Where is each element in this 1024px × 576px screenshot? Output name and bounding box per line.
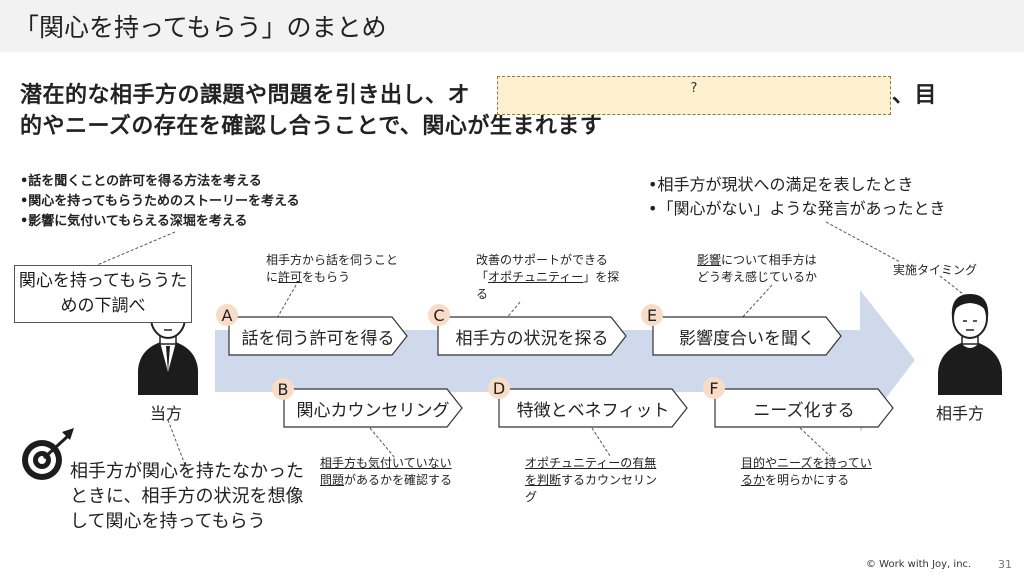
- callout-line: めの下調べ: [60, 296, 146, 316]
- step-shape: [228, 316, 408, 356]
- step-label: 影響度合いを聞く: [679, 328, 815, 349]
- step-label: 関心カウンセリング: [296, 400, 450, 421]
- note-text: をもらう: [302, 270, 351, 284]
- connector-note-c: [504, 301, 521, 321]
- target-icon: [22, 428, 74, 480]
- note-emphasis: 相手方も気付いていない: [320, 456, 452, 470]
- timing-bullets: •相手方が現状への満足を表したとき •「関心がない」ような発言があったとき: [648, 173, 945, 221]
- step-shape: [437, 316, 627, 356]
- note-text: 相手方から話を伺うこと: [266, 253, 399, 267]
- note-emphasis: を判断: [525, 473, 562, 487]
- note-emphasis: 問題: [320, 473, 345, 487]
- note-c: 改善のサポートができる 「オポチュニティー」を探 る: [476, 252, 636, 303]
- step-label: ニーズ化する: [753, 400, 855, 421]
- page-number: 31: [998, 558, 1012, 571]
- note-text: に許可をもらう: [266, 269, 398, 286]
- connector-note-b: [369, 427, 396, 459]
- note-a: 相手方から話を伺うこと に許可をもらう: [266, 252, 398, 286]
- note-text: について相手方は: [721, 253, 817, 267]
- bullet-item: •「関心がない」ような発言があったとき: [648, 199, 946, 218]
- step-a-badge: A: [216, 304, 238, 326]
- step-shape: [283, 388, 463, 428]
- bullet-item: •相手方が現状への満足を表したとき: [648, 175, 914, 194]
- note-text: 影響について相手方は: [697, 252, 817, 269]
- connector-self-conclusion: [167, 419, 191, 479]
- step-b-badge: B: [272, 378, 294, 400]
- self-label: 当方: [150, 404, 183, 423]
- preparation-bullets: •話を聞くことの許可を得る方法を考える •関心を持ってもらうためのストーリーを考…: [20, 172, 300, 232]
- conclusion-text: 相手方が関心を持たなかったときに、相手方の状況を想像して関心を持ってもらう: [70, 461, 304, 532]
- note-text: 」を探: [583, 270, 620, 284]
- bullet-item: •話を聞くことの許可を得る方法を考える: [20, 174, 262, 189]
- connector-note-f: [799, 427, 831, 457]
- note-text: るかを明らかにする: [741, 472, 872, 489]
- step-d: 特徴とベネフィット: [498, 388, 688, 428]
- hidden-placeholder: ?: [690, 81, 698, 96]
- step-b: 関心カウンセリング: [283, 388, 463, 428]
- step-f: ニーズ化する: [714, 388, 894, 428]
- note-text: 「オポチュニティー」を探: [476, 269, 636, 286]
- step-a: 話を伺う許可を得る: [228, 316, 408, 356]
- step-c: 相手方の状況を探る: [437, 316, 627, 356]
- note-b: 相手方も気付いていない 問題があるかを確認する: [320, 455, 452, 489]
- step-label: 話を伺う許可を得る: [241, 328, 395, 349]
- step-shape: [714, 388, 894, 428]
- step-e: 影響度合いを聞く: [652, 316, 842, 356]
- note-f: 目的やニーズを持ってい るかを明らかにする: [741, 455, 872, 489]
- note-text: グ: [525, 490, 538, 504]
- note-text: 「: [476, 270, 489, 284]
- lead-line-2: 的やニーズの存在を確認し合うことで、関心が生まれます: [20, 114, 603, 139]
- process-arrow: [215, 290, 915, 432]
- note-text: に: [266, 270, 279, 284]
- other-label: 相手方: [936, 404, 985, 423]
- connector-note-d: [591, 427, 611, 457]
- step-label: 相手方の状況を探る: [455, 328, 609, 349]
- note-text: る: [476, 287, 489, 301]
- connector-note-e: [739, 284, 773, 321]
- title-bar: 「関心を持ってもらう」のまとめ: [0, 0, 1024, 52]
- note-text: どう考え感じているか: [697, 270, 818, 284]
- connector-timing-bullets: [825, 221, 901, 263]
- note-emphasis: るか: [741, 473, 766, 487]
- lead-line-1-start: 潜在的な相手方の課題や問題を引き出し、: [20, 83, 448, 108]
- lead-line-1-fragment: オ: [447, 83, 471, 108]
- note-emphasis: オポチュニティーの有無: [525, 456, 657, 470]
- note-emphasis: 許可: [278, 270, 303, 284]
- note-text: を判断するカウンセリン: [525, 472, 675, 489]
- connector-timing-person: [939, 275, 969, 299]
- step-d-badge: D: [488, 377, 510, 399]
- bullet-item: •関心を持ってもらうためのストーリーを考える: [20, 194, 300, 209]
- note-emphasis: 目的やニーズを持ってい: [741, 456, 872, 470]
- connector-bullets-callout: [89, 231, 176, 269]
- step-e-badge: E: [641, 304, 663, 326]
- note-text: するカウンセリン: [561, 473, 658, 487]
- step-label: 特徴とベネフィット: [516, 400, 670, 421]
- other-person-icon: [938, 294, 1002, 395]
- callout-line: 関心を持ってもらうた: [18, 271, 188, 291]
- note-emphasis: 影響: [697, 253, 722, 267]
- note-text: 問題があるかを確認する: [320, 472, 452, 489]
- note-text: 改善のサポートができる: [476, 253, 608, 267]
- note-d: オポチュニティーの有無 を判断するカウンセリン グ: [525, 455, 675, 506]
- note-e: 影響について相手方は どう考え感じているか: [697, 252, 817, 286]
- bullet-item: •影響に気付いてもらえる深堀を考える: [20, 214, 248, 229]
- copyright: © Work with Joy, inc.: [866, 559, 972, 570]
- step-shape: [498, 388, 688, 428]
- research-callout: 関心を持ってもらうた めの下調べ: [14, 265, 192, 323]
- note-text: を明らかにする: [765, 473, 850, 487]
- timing-label: 実施タイミング: [893, 263, 978, 277]
- note-text: があるかを確認する: [344, 473, 453, 487]
- note-emphasis: オポチュニティー: [488, 270, 584, 284]
- hidden-text-box[interactable]: ?: [497, 76, 891, 115]
- step-shape: [652, 316, 842, 356]
- connector-note-a: [275, 284, 297, 321]
- page-title: 「関心を持ってもらう」のまとめ: [14, 13, 387, 42]
- step-f-badge: F: [703, 377, 725, 399]
- step-c-badge: C: [428, 304, 450, 326]
